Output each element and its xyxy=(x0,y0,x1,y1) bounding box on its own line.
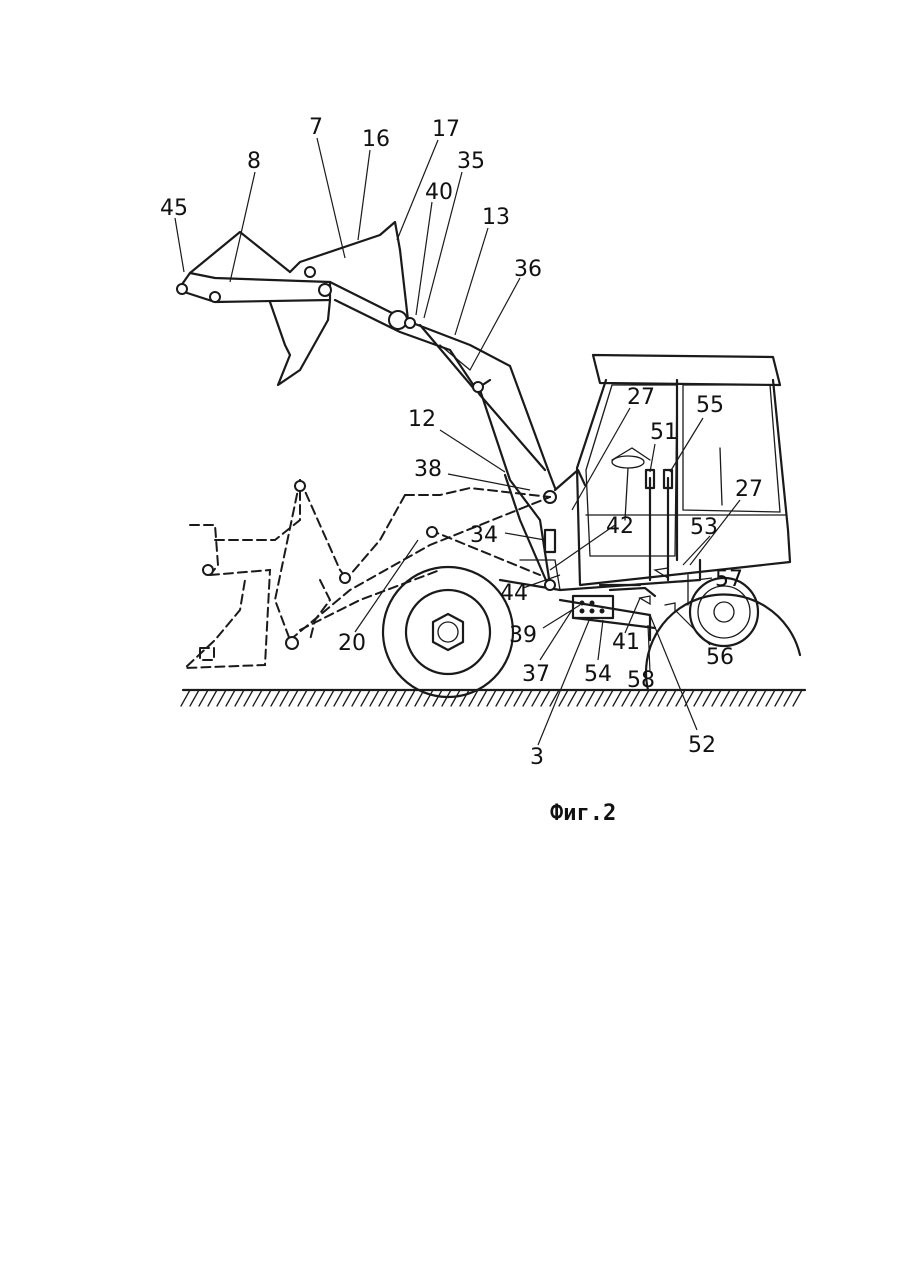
ground-hatch-line xyxy=(451,690,460,706)
ground xyxy=(181,690,805,706)
ground-hatch-line xyxy=(298,690,307,706)
figure-caption: Фиг.2 xyxy=(550,801,616,826)
label-20: 20 xyxy=(338,631,366,656)
loader-lowered xyxy=(185,480,550,668)
ground-hatch-line xyxy=(280,690,289,706)
label-7: 7 xyxy=(309,115,323,140)
ground-hatch-line xyxy=(190,690,199,706)
label-3: 3 xyxy=(530,745,544,770)
label-53: 53 xyxy=(690,515,718,540)
label-54: 54 xyxy=(584,662,612,687)
ground-hatch-line xyxy=(334,690,343,706)
ground-hatch-line xyxy=(568,690,577,706)
ground-hatch-line xyxy=(244,690,253,706)
ground-hatch-line xyxy=(694,690,703,706)
ground-hatch-line xyxy=(253,690,262,706)
ground-hatch-line xyxy=(379,690,388,706)
label-57: 57 xyxy=(715,567,743,592)
label-27-top: 27 xyxy=(627,385,655,410)
label-35: 35 xyxy=(457,149,485,174)
ground-hatch-line xyxy=(208,690,217,706)
label-36: 36 xyxy=(514,257,542,282)
label-41: 41 xyxy=(612,630,640,655)
front-wheel xyxy=(383,567,513,697)
ground-hatch-line xyxy=(343,690,352,706)
ground-hatch-line xyxy=(460,690,469,706)
ground-hatch-line xyxy=(721,690,730,706)
ground-hatch-line xyxy=(577,690,586,706)
label-55: 55 xyxy=(696,393,724,418)
ground-hatch-line xyxy=(433,690,442,706)
label-37: 37 xyxy=(522,662,550,687)
ground-hatch-line xyxy=(595,690,604,706)
label-58: 58 xyxy=(627,668,655,693)
ground-hatch-line xyxy=(199,690,208,706)
ground-hatch-line xyxy=(703,690,712,706)
label-34: 34 xyxy=(470,523,498,548)
ground-hatch-line xyxy=(352,690,361,706)
ground-hatch-line xyxy=(262,690,271,706)
ground-hatch-line xyxy=(586,690,595,706)
label-44: 44 xyxy=(500,581,528,606)
ground-hatch-line xyxy=(775,690,784,706)
label-45: 45 xyxy=(160,196,188,221)
ground-hatch-line xyxy=(658,690,667,706)
ground-hatch-line xyxy=(748,690,757,706)
ground-hatch-line xyxy=(325,690,334,706)
ground-hatch-line xyxy=(613,690,622,706)
ground-hatch-line xyxy=(226,690,235,706)
cab xyxy=(577,355,790,585)
label-16: 16 xyxy=(362,127,390,152)
label-17: 17 xyxy=(432,117,460,142)
ground-hatch-line xyxy=(235,690,244,706)
loader-raised xyxy=(177,222,556,590)
ground-hatch-line xyxy=(388,690,397,706)
ground-hatch-line xyxy=(217,690,226,706)
label-27-right: 27 xyxy=(735,477,763,502)
label-56: 56 xyxy=(706,645,734,670)
label-38: 38 xyxy=(414,457,442,482)
ground-hatch-line xyxy=(370,690,379,706)
label-8: 8 xyxy=(247,149,261,174)
ground-hatch-line xyxy=(793,690,802,706)
ground-hatch-line xyxy=(514,690,523,706)
ground-hatch-line xyxy=(559,690,568,706)
ground-hatch-line xyxy=(667,690,676,706)
ground-hatch-line xyxy=(541,690,550,706)
label-51: 51 xyxy=(650,420,678,445)
ground-hatch-line xyxy=(496,690,505,706)
rear-wheel xyxy=(646,578,800,690)
ground-hatch-line xyxy=(532,690,541,706)
label-13: 13 xyxy=(482,205,510,230)
ground-hatch-line xyxy=(730,690,739,706)
ground-hatch-line xyxy=(361,690,370,706)
ground-hatch-line xyxy=(478,690,487,706)
ground-hatch-line xyxy=(271,690,280,706)
ground-hatch-line xyxy=(712,690,721,706)
ground-hatch-line xyxy=(784,690,793,706)
ground-hatch-line xyxy=(307,690,316,706)
ground-hatch-line xyxy=(757,690,766,706)
ground-hatch-line xyxy=(316,690,325,706)
ground-hatch-line xyxy=(397,690,406,706)
ground-hatch-line xyxy=(766,690,775,706)
ground-hatch-line xyxy=(604,690,613,706)
ground-hatch-line xyxy=(487,690,496,706)
ground-hatch-line xyxy=(505,690,514,706)
label-12: 12 xyxy=(408,407,436,432)
ground-hatch-line xyxy=(523,690,532,706)
ground-hatch-line xyxy=(406,690,415,706)
ground-hatch-line xyxy=(181,690,190,706)
ground-hatch-line xyxy=(289,690,298,706)
ground-hatch-line xyxy=(739,690,748,706)
label-40: 40 xyxy=(425,180,453,205)
label-39: 39 xyxy=(509,623,537,648)
label-42: 42 xyxy=(606,514,634,539)
label-52: 52 xyxy=(688,733,716,758)
